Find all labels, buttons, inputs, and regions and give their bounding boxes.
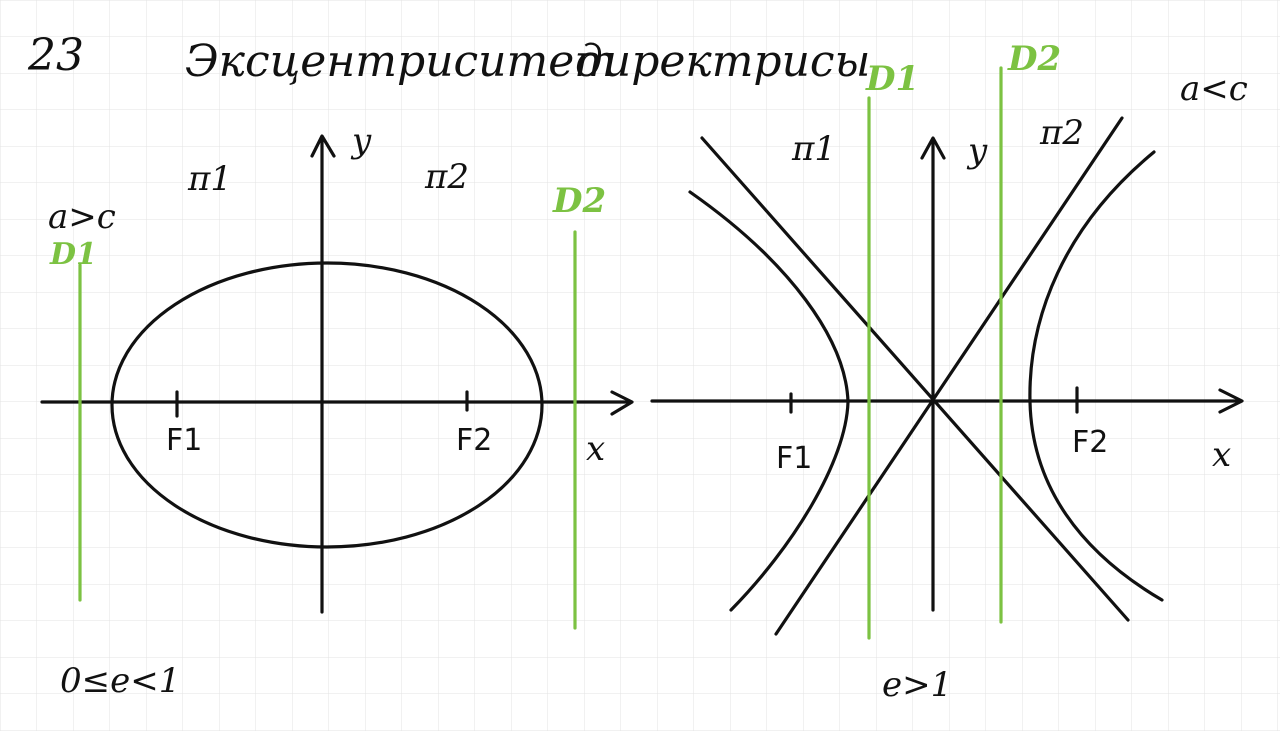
hyperbola-left-branch [688,190,850,612]
hyperbola-pi1-label: π1 [791,129,836,169]
hyperbola-right-branch [1028,150,1164,602]
ellipse-pi1-label: π1 [187,159,232,199]
ellipse-pi2-label: π2 [424,157,469,197]
hyperbola-x-arrow [1218,388,1244,414]
hyperbola-condition: a<c [1180,69,1248,109]
hyperbola-d1-label: D1 [865,59,919,99]
ellipse-condition: a>c [48,197,116,237]
hyperbola-x-label: x [1212,435,1231,475]
hyperbola-e-range: e>1 [882,665,952,705]
ellipse-f1-label: F1 [166,423,202,458]
title-number: 23 [27,30,84,81]
ellipse-x-arrow [610,390,634,416]
hyperbola-d2-label: D2 [1007,39,1061,79]
ellipse-y-label: y [350,121,372,161]
ellipse-e-range: 0≤e<1 [60,661,180,701]
hyperbola-panel: D1 D2 a<c π1 π2 y x F1 F2 e>1 [650,39,1248,705]
ellipse-d1-label: D1 [49,237,97,272]
hyperbola-asymptote-1 [700,136,1130,622]
hyperbola-f1-label: F1 [776,441,812,476]
hyperbola-pi2-label: π2 [1039,113,1084,153]
hyperbola-y-arrow [920,136,946,160]
ellipse-x-label: x [586,429,605,469]
hyperbola-f2-label: F2 [1072,425,1108,460]
ellipse-y-arrow [310,134,336,158]
ellipse-curve [110,261,544,549]
title-word-2: директрисы [575,36,870,87]
title-word-1: Эксцентриситет [185,36,616,87]
ellipse-f2-label: F2 [456,423,492,458]
ellipse-panel: a>c D1 D2 π1 π2 y x F1 F2 0≤e<1 [40,121,634,701]
hyperbola-asymptote-2 [774,116,1124,636]
hyperbola-y-label: y [966,131,988,171]
title: 23 Эксцентриситет директрисы [27,30,870,87]
ellipse-d2-label: D2 [552,181,606,221]
